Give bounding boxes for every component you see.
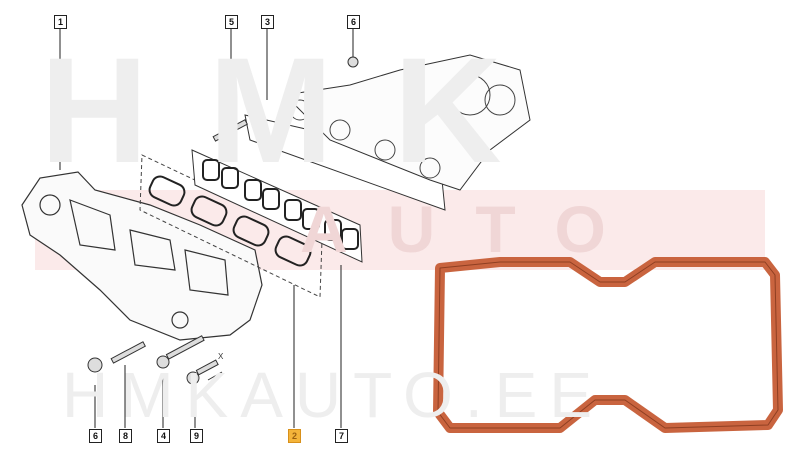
cylinder-head	[283, 54, 531, 191]
callout-6-top[interactable]: 6	[347, 15, 360, 29]
callout-1[interactable]: 1	[54, 15, 67, 29]
callout-5[interactable]: 5	[225, 15, 238, 29]
callout-7[interactable]: 7	[335, 429, 348, 443]
clip-part	[52, 78, 69, 87]
gasket-set	[148, 175, 312, 267]
gasket-7	[191, 149, 363, 263]
watermark-bottom: HMKAUTO.EE	[62, 359, 604, 431]
dimension-label: X	[218, 352, 224, 361]
intake-manifold	[21, 171, 263, 341]
callout-3[interactable]: 3	[261, 15, 274, 29]
callout-6-bottom[interactable]: 6	[89, 429, 102, 443]
callout-2-highlighted[interactable]: 2	[288, 429, 301, 443]
callout-4[interactable]: 4	[157, 429, 170, 443]
watermark-top: HMK	[40, 26, 562, 194]
callout-9[interactable]: 9	[190, 429, 203, 443]
watermark-middle: AUTO	[300, 192, 646, 266]
callout-8[interactable]: 8	[119, 429, 132, 443]
